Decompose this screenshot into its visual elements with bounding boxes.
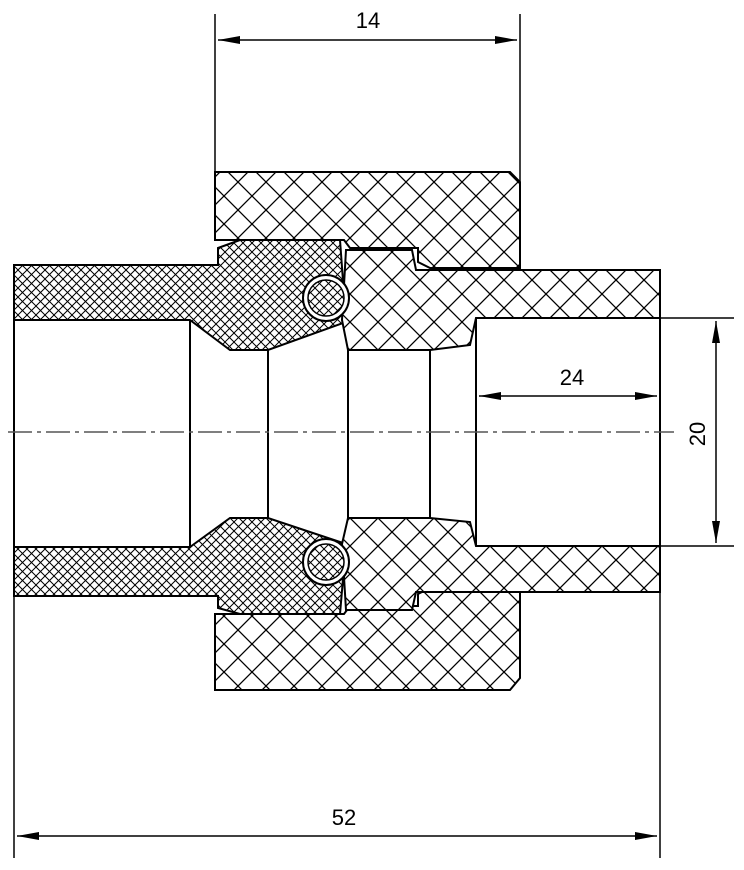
o-ring-lower-inner [307,543,345,581]
dimension-bore-length: 24 [479,365,657,400]
o-ring-upper-inner [307,279,345,317]
bore-outlines [13,265,661,596]
dimension-overall-length: 52 [13,592,661,858]
dimension-top-width: 14 [214,8,521,182]
dimension-label-bore-length: 24 [560,365,584,390]
dimension-label-overall-length: 52 [332,805,356,830]
dimension-bore-diameter: 20 [660,317,734,547]
dimension-label-top-width: 14 [356,8,380,33]
left-socket-wall-upper [13,239,348,351]
left-socket-wall-lower [13,517,348,615]
union-nut-upper [214,171,521,269]
lower-half [13,517,661,691]
dimension-label-bore-diameter: 20 [685,422,710,446]
upper-half [13,171,661,351]
